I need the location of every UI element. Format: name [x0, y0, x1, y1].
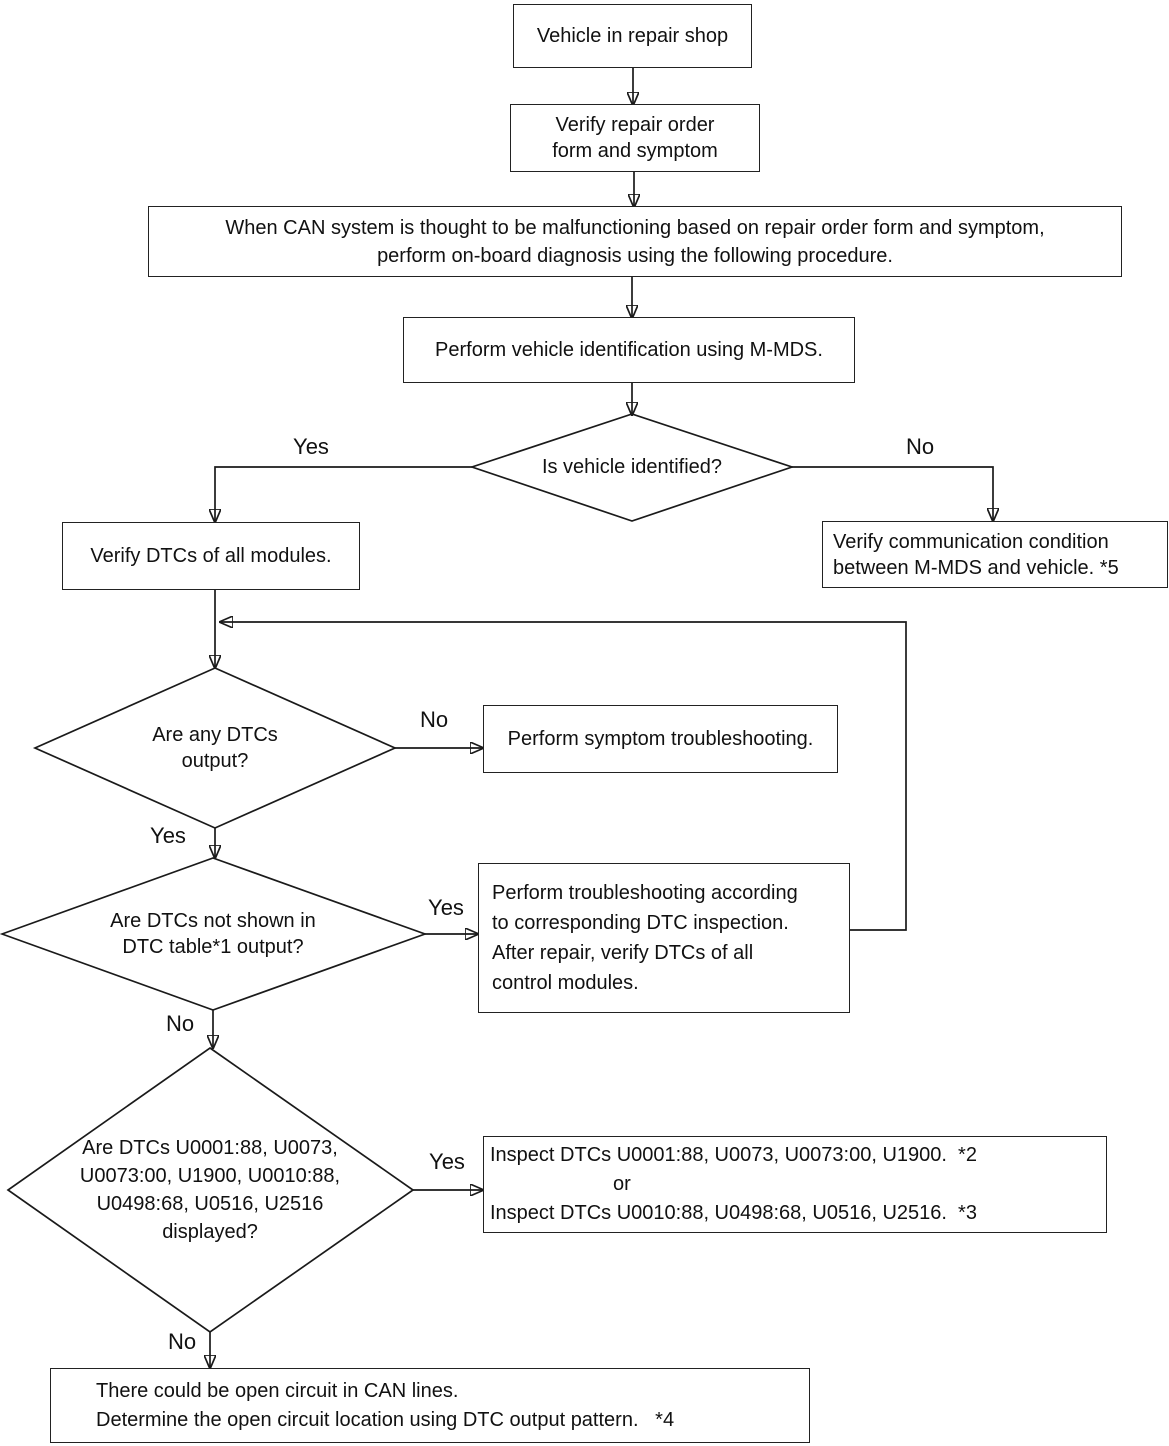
decision-text-line: Are DTCs not shown in	[110, 910, 316, 932]
node-text-line: control modules.	[492, 972, 639, 994]
node-vehicle-in-repair-shop: Vehicle in repair shop	[513, 4, 752, 68]
node-inspect-dtcs: Inspect DTCs U0001:88, U0073, U0073:00, …	[483, 1136, 1107, 1233]
connector-feedback-loop	[221, 622, 907, 931]
node-text-line: Verify DTCs of all modules.	[90, 545, 332, 567]
node-text-line: Verify communication condition	[833, 530, 1109, 553]
decision-text-are-dtcs-not-shown: Are DTCs not shown in DTC table*1 output…	[38, 908, 388, 960]
node-text-line: perform on-board diagnosis using the fol…	[377, 244, 893, 267]
decision-text-are-dtcs-displayed: Are DTCs U0001:88, U0073, U0073:00, U190…	[35, 1134, 385, 1246]
edge-label-not-shown-yes: Yes	[428, 895, 464, 920]
node-text-line: Perform vehicle identification using M-M…	[435, 339, 823, 361]
node-text-line: Vehicle in repair shop	[536, 25, 729, 47]
node-perform-vehicle-identification: Perform vehicle identification using M-M…	[403, 317, 855, 383]
node-open-circuit: There could be open circuit in CAN lines…	[50, 1368, 810, 1443]
edge-label-any-dtcs-yes: Yes	[150, 823, 186, 848]
node-verify-communication-condition: Verify communication condition between M…	[822, 521, 1168, 588]
decision-text-line: U0073:00, U1900, U0010:88,	[79, 1165, 341, 1187]
node-text-line: When CAN system is thought to be malfunc…	[225, 216, 1045, 239]
decision-text-line: U0498:68, U0516, U2516	[96, 1193, 324, 1215]
connector-identified-yes	[215, 466, 472, 521]
edge-label-identified-yes: Yes	[293, 434, 329, 459]
decision-text-line: DTC table*1 output?	[122, 936, 304, 958]
node-text-line: After repair, verify DTCs of all	[492, 942, 754, 964]
node-text-line: or	[613, 1173, 631, 1195]
node-text-line: to corresponding DTC inspection.	[492, 912, 789, 934]
node-verify-dtcs-all-modules: Verify DTCs of all modules.	[62, 522, 360, 590]
decision-text-is-vehicle-identified: Is vehicle identified?	[457, 454, 807, 480]
node-text-line: form and symptom	[552, 140, 718, 162]
edge-label-displayed-no: No	[167, 1329, 197, 1354]
node-text-line: Inspect DTCs U0001:88, U0073, U0073:00, …	[490, 1144, 977, 1166]
node-text-line: Verify repair order	[555, 114, 715, 136]
decision-is-vehicle-identified	[469, 413, 795, 522]
edge-label-identified-no: No	[905, 434, 935, 459]
node-perform-symptom-troubleshooting: Perform symptom troubleshooting.	[483, 705, 838, 773]
edge-label-not-shown-no: No	[165, 1011, 195, 1036]
node-text-line: Perform symptom troubleshooting.	[507, 728, 814, 750]
decision-text-are-any-dtcs-output: Are any DTCs output?	[40, 722, 390, 774]
node-perform-troubleshooting-dtc: Perform troubleshooting according to cor…	[478, 863, 850, 1013]
decision-text-line: Are DTCs U0001:88, U0073,	[82, 1137, 338, 1159]
decision-text-line: Is vehicle identified?	[541, 456, 723, 478]
node-text-line: between M-MDS and vehicle. *5	[833, 556, 1119, 579]
edge-label-any-dtcs-no: No	[419, 707, 449, 732]
node-verify-repair-order: Verify repair order form and symptom	[510, 104, 760, 172]
node-text-line: Perform troubleshooting according	[492, 882, 798, 904]
decision-text-line: output?	[181, 750, 249, 772]
connector-identified-no	[792, 466, 993, 520]
decision-text-line: displayed?	[162, 1221, 258, 1243]
node-when-can-system: When CAN system is thought to be malfunc…	[148, 206, 1122, 277]
decision-text-line: Are any DTCs	[152, 724, 278, 746]
node-text-line: Inspect DTCs U0010:88, U0498:68, U0516, …	[490, 1202, 977, 1224]
edge-label-displayed-yes: Yes	[429, 1149, 465, 1174]
node-text-line: There could be open circuit in CAN lines…	[96, 1379, 459, 1402]
node-text-line: Determine the open circuit location usin…	[96, 1408, 675, 1431]
